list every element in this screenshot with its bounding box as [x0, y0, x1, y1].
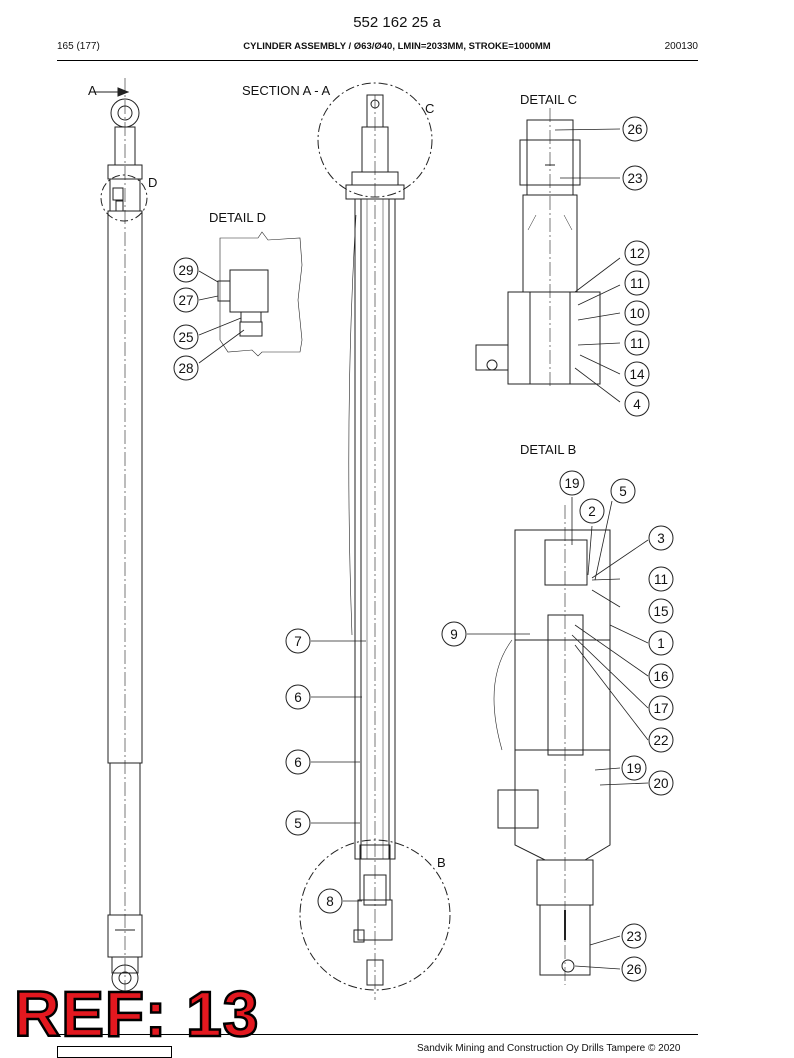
balloon-b-2: 2	[588, 504, 596, 519]
balloon-d-25: 25	[178, 330, 193, 345]
circle-b-label: B	[437, 855, 446, 870]
balloon-b-23: 23	[626, 929, 641, 944]
detail-d-title: DETAIL D	[209, 210, 266, 225]
balloon-c-11a: 11	[630, 276, 644, 291]
section-title: SECTION A - A	[242, 83, 330, 98]
detail-b-drawing	[493, 505, 611, 985]
balloon-b-20: 20	[653, 776, 668, 791]
detail-c-title: DETAIL C	[520, 92, 577, 107]
balloon-section-5: 5	[294, 816, 302, 831]
balloon-circles	[173, 116, 674, 982]
detail-b-title: DETAIL B	[520, 442, 576, 457]
balloon-c-14: 14	[629, 367, 645, 382]
balloon-section-6b: 6	[294, 755, 302, 770]
balloon-d-28: 28	[178, 361, 193, 376]
balloon-b-22: 22	[653, 733, 668, 748]
balloon-c-4: 4	[633, 397, 641, 412]
page-counter: 165 (177)	[57, 41, 100, 52]
balloon-c-10: 10	[629, 306, 644, 321]
document-number: 552 162 25 a	[353, 14, 441, 31]
balloon-b-15: 15	[653, 604, 668, 619]
balloon-c-23: 23	[627, 171, 642, 186]
header-rule	[57, 60, 698, 61]
balloon-c-11b: 11	[630, 336, 644, 351]
balloon-section-6a: 6	[294, 690, 302, 705]
balloon-b-5: 5	[619, 484, 627, 499]
cylinder-side-view	[92, 78, 148, 1000]
detail-c-drawing	[475, 108, 601, 388]
balloon-b-9: 9	[450, 627, 458, 642]
balloon-b-16: 16	[653, 669, 668, 684]
balloon-d-29: 29	[178, 263, 193, 278]
circle-c-label: C	[425, 101, 434, 116]
footer-copyright: Sandvik Mining and Construction Oy Drill…	[417, 1043, 681, 1054]
leader-lines	[198, 128, 649, 970]
document-date: 200130	[664, 41, 698, 52]
view-a-label: A	[88, 83, 97, 98]
balloon-b-11: 11	[654, 572, 668, 587]
balloon-b-17: 17	[653, 701, 668, 716]
circle-d-label: D	[148, 175, 157, 190]
footer-rule	[57, 1034, 698, 1035]
balloon-section-8: 8	[326, 894, 334, 909]
balloon-b-1: 1	[657, 636, 665, 651]
ref-stamp: REF: 13	[13, 978, 260, 1050]
balloon-c-12: 12	[629, 246, 644, 261]
balloon-d-27: 27	[178, 293, 193, 308]
balloon-b-26: 26	[626, 962, 641, 977]
document-title: CYLINDER ASSEMBLY / Ø63/Ø40, LMIN=2033MM…	[243, 41, 551, 52]
detail-d-drawing	[217, 231, 303, 357]
balloon-b-19a: 19	[564, 476, 579, 491]
balloon-section-7: 7	[294, 634, 302, 649]
balloon-c-26: 26	[627, 122, 642, 137]
section-a-a-drawing	[299, 82, 451, 1000]
balloon-b-19b: 19	[626, 761, 641, 776]
balloon-b-3: 3	[657, 531, 665, 546]
